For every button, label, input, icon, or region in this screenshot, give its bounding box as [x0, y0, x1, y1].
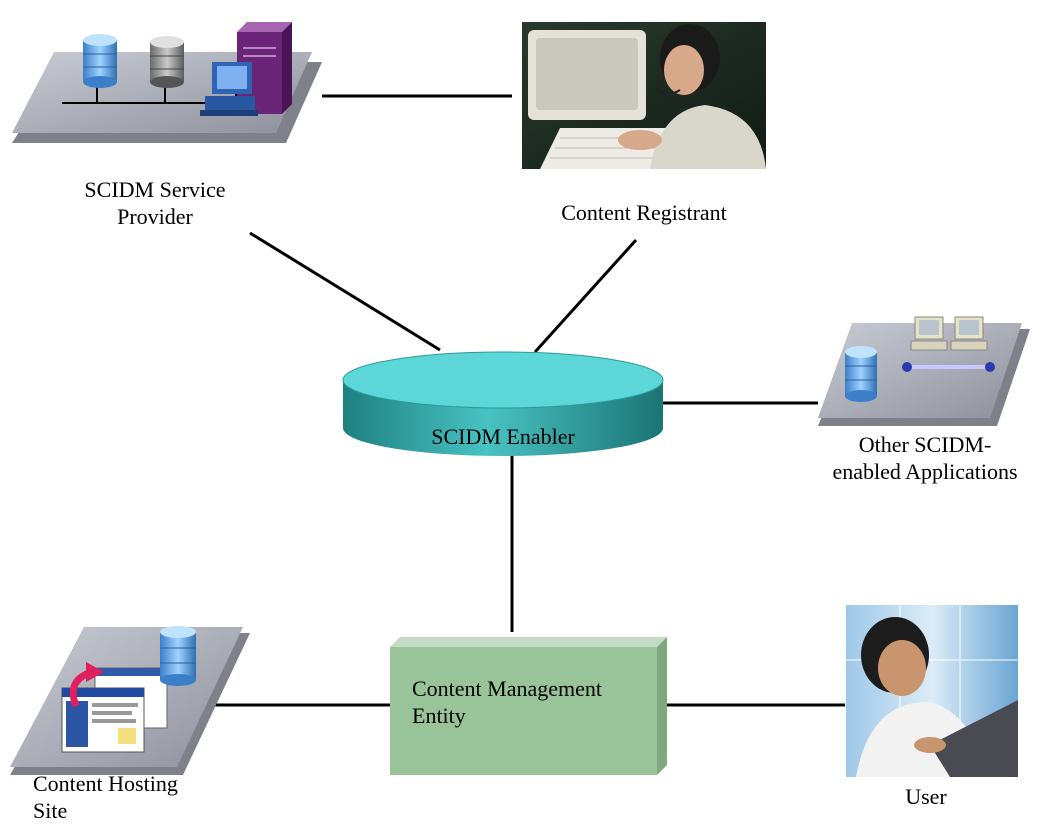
storage-icon [150, 36, 184, 88]
other-apps-platform-icon [818, 316, 1030, 426]
connectors [208, 94, 845, 707]
service-provider-label-line1: SCIDM Service [84, 177, 226, 202]
link-registrant-enabler [533, 238, 638, 354]
scidm-enabler-cylinder [342, 351, 664, 456]
user-photo [846, 605, 1018, 777]
hosting-label: Content Hosting Site [33, 770, 178, 824]
other-apps-label-line2: enabled Applications [832, 459, 1018, 484]
content-management-box [390, 637, 667, 775]
user-label: User [905, 784, 947, 809]
hosting-label-line2: Site [33, 798, 68, 823]
workstation-icon [200, 62, 258, 116]
content-registrant-photo [522, 22, 766, 169]
computer-icon [950, 316, 988, 351]
computer-icon [910, 316, 948, 351]
service-provider-platform-icon [12, 22, 322, 143]
database-icon [845, 346, 877, 402]
other-apps-label-line1: Other SCIDM- [858, 432, 992, 457]
database-icon [160, 626, 196, 686]
management-label-line2: Entity [412, 703, 466, 728]
enabler-label: SCIDM Enabler [431, 424, 575, 449]
hosting-label-line1: Content Hosting [33, 771, 178, 796]
hosting-platform-icon [10, 626, 250, 775]
management-label: Content Management Entity [412, 675, 602, 729]
other-apps-label: Other SCIDM- enabled Applications [803, 431, 1047, 485]
database-icon [83, 34, 117, 88]
management-label-line1: Content Management [412, 676, 603, 701]
service-provider-label: SCIDM Service Provider [60, 176, 250, 230]
link-provider-enabler [249, 231, 441, 352]
service-provider-label-line2: Provider [117, 204, 193, 229]
registrant-label: Content Registrant [561, 200, 727, 225]
